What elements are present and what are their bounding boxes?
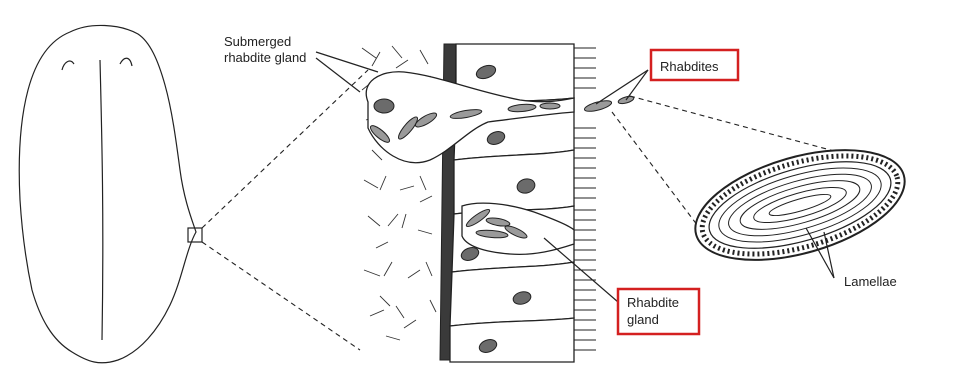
label-submerged-rhabdite-gland: Submerged rhabdite gland (224, 34, 306, 65)
tissue-section (362, 44, 635, 362)
flatworm-body (19, 25, 202, 362)
label-rhabdite-gland-line1: Rhabdite (627, 295, 679, 310)
magnified-rhabdite (683, 129, 917, 281)
released-rhabdites (583, 95, 634, 113)
label-submerged-line2: rhabdite gland (224, 50, 306, 65)
label-rhabdite-gland-line2: gland (627, 312, 659, 327)
label-rhabdite-gland: Rhabdite gland (618, 289, 699, 334)
label-rhabdites-text: Rhabdites (660, 59, 719, 74)
cilia (574, 48, 596, 350)
label-rhabdites: Rhabdites (651, 50, 738, 80)
label-lamellae: Lamellae (844, 274, 897, 289)
zoom-lines-left (202, 70, 368, 350)
label-submerged-line1: Submerged (224, 34, 291, 49)
